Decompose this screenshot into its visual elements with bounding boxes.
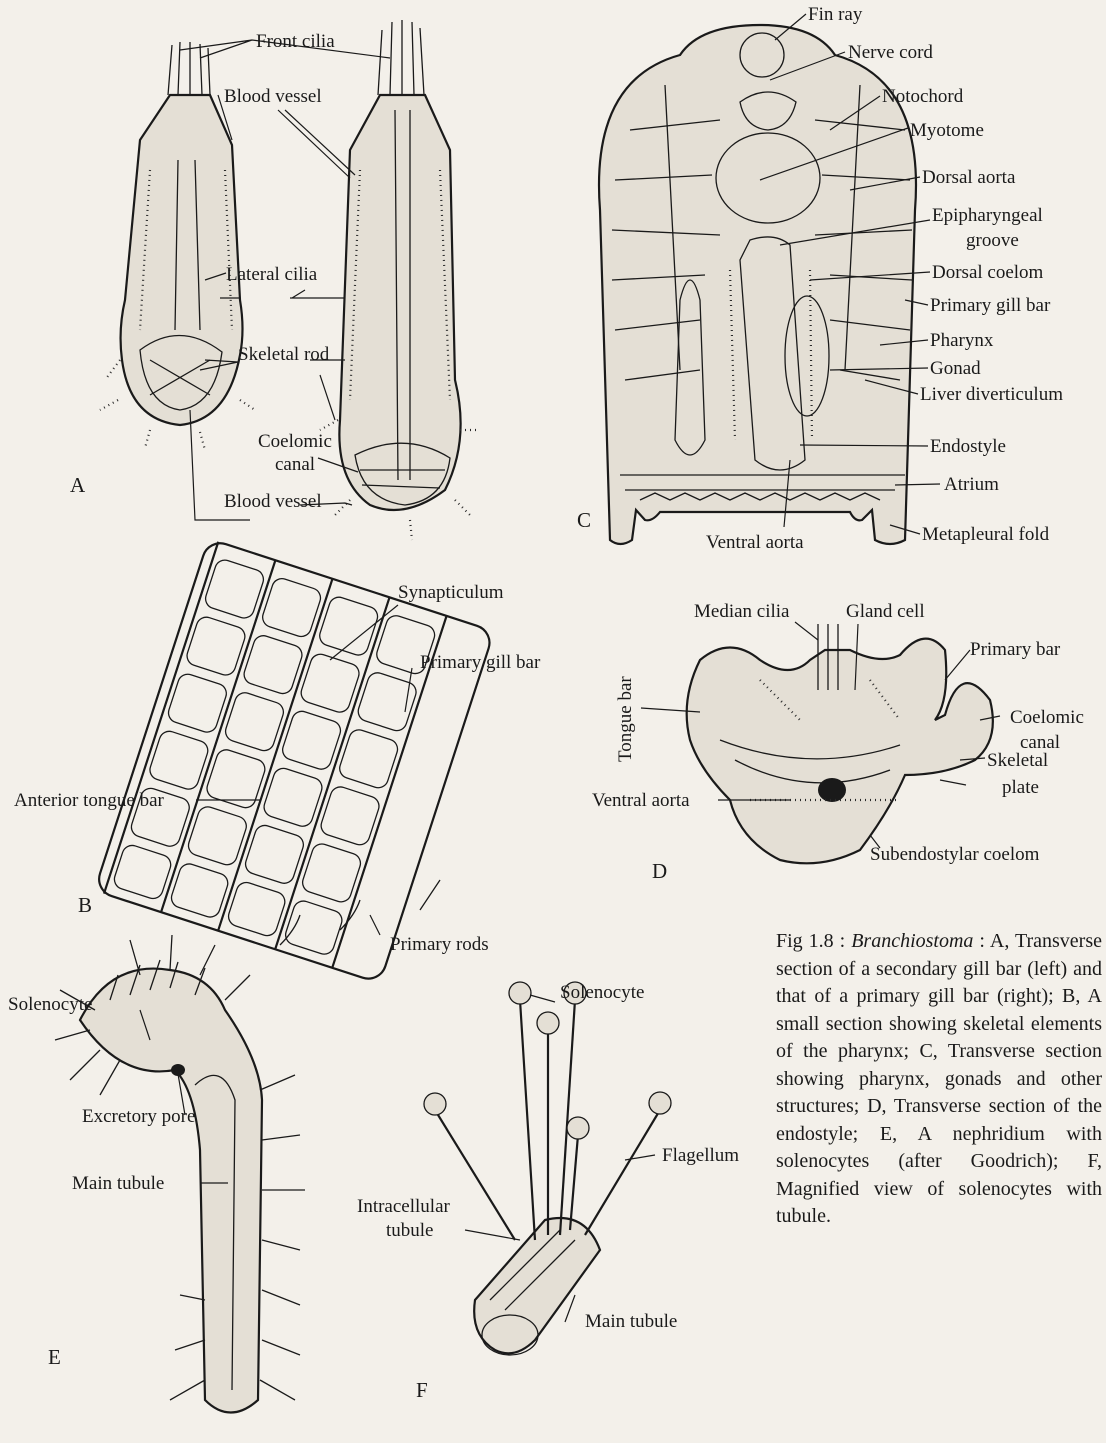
- label-gonad: Gonad: [930, 358, 981, 379]
- panel-label-a: A: [70, 473, 86, 497]
- panel-label-c: C: [577, 508, 591, 532]
- label-main-tubule-e: Main tubule: [72, 1173, 164, 1194]
- label-coelomic-canal-2: canal: [275, 454, 315, 475]
- panel-label-e: E: [48, 1345, 61, 1369]
- label-primary-gill-bar-b: Primary gill bar: [420, 652, 541, 673]
- label-lateral-cilia: Lateral cilia: [226, 264, 318, 285]
- label-ventral-aorta-c: Ventral aorta: [706, 532, 804, 553]
- label-blood-vessel-top: Blood vessel: [224, 86, 322, 107]
- label-coelomic-canal-1: Coelomic: [258, 431, 332, 452]
- label-front-cilia: Front cilia: [256, 31, 335, 52]
- label-skeletal-plate-2: plate: [1002, 777, 1039, 798]
- label-intracellular-2: tubule: [386, 1220, 434, 1241]
- label-epipharyngeal-2: groove: [966, 230, 1019, 251]
- label-synapticulum: Synapticulum: [398, 582, 504, 603]
- label-anterior-tongue-bar: Anterior tongue bar: [14, 790, 165, 811]
- label-dorsal-aorta: Dorsal aorta: [922, 167, 1016, 188]
- label-solenocyte-f: Solenocyte: [560, 982, 644, 1003]
- label-liver-diverticulum: Liver diverticulum: [920, 384, 1063, 405]
- panel-label-b: B: [78, 893, 92, 917]
- label-flagellum: Flagellum: [662, 1145, 739, 1166]
- label-gland-cell: Gland cell: [846, 601, 925, 622]
- label-metapleural-fold: Metapleural fold: [922, 524, 1050, 545]
- label-median-cilia: Median cilia: [694, 601, 790, 622]
- panel-d-drawing: [641, 622, 1000, 863]
- label-subendostylar-coelom: Subendostylar coelom: [870, 844, 1040, 865]
- label-notochord: Notochord: [882, 86, 964, 107]
- label-blood-vessel-bottom: Blood vessel: [224, 491, 322, 512]
- label-excretory-pore: Excretory pore: [82, 1106, 195, 1127]
- panel-label-d: D: [652, 859, 667, 883]
- label-main-tubule-f: Main tubule: [585, 1311, 677, 1332]
- label-atrium: Atrium: [944, 474, 999, 495]
- figure-caption: Fig 1.8 : Branchiostoma : A, Transverse …: [776, 928, 1102, 1231]
- caption-genus: Branchiostoma: [851, 930, 973, 952]
- label-primary-rods: Primary rods: [390, 934, 489, 955]
- label-epipharyngeal-1: Epipharyngeal: [932, 205, 1043, 226]
- label-endostyle: Endostyle: [930, 436, 1006, 457]
- panel-label-f: F: [416, 1378, 428, 1402]
- panel-f-drawing: [424, 982, 671, 1355]
- panel-b-labels: Synapticulum Primary gill bar Anterior t…: [14, 582, 541, 955]
- caption-text: : A, Transverse section of a secondary g…: [776, 930, 1102, 1227]
- label-coelomic-canal-d-1: Coelomic: [1010, 707, 1084, 728]
- label-skeletal-plate-1: Skeletal: [987, 750, 1048, 771]
- caption-figure-number: Fig 1.8: [776, 930, 834, 952]
- label-nerve-cord: Nerve cord: [848, 42, 933, 63]
- label-fin-ray: Fin ray: [808, 4, 863, 25]
- label-pharynx: Pharynx: [930, 330, 994, 351]
- label-skeletal-rod: Skeletal rod: [238, 344, 330, 365]
- label-primary-gill-bar-c: Primary gill bar: [930, 295, 1051, 316]
- label-primary-bar: Primary bar: [970, 639, 1061, 660]
- label-solenocyte-e: Solenocyte: [8, 994, 92, 1015]
- label-myotome: Myotome: [910, 120, 984, 141]
- label-tongue-bar: Tongue bar: [615, 676, 636, 762]
- label-dorsal-coelom: Dorsal coelom: [932, 262, 1044, 283]
- label-ventral-aorta-d: Ventral aorta: [592, 790, 690, 811]
- label-intracellular-1: Intracellular: [357, 1196, 451, 1217]
- panel-b-drawing: [94, 539, 494, 984]
